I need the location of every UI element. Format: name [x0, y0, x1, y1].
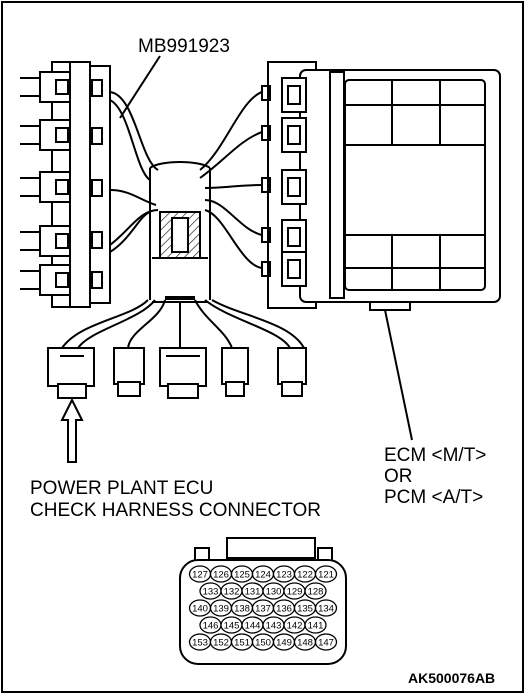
- pin-label-126: 126: [213, 570, 229, 581]
- check-connector-title: POWER PLANT ECU: [30, 478, 214, 499]
- left-plug-3: [20, 171, 71, 203]
- pin-label-121: 121: [318, 570, 334, 581]
- check-plug-3: [159, 347, 207, 399]
- pin-label-142: 142: [287, 621, 303, 632]
- check-connectors: [47, 347, 307, 399]
- ecm-block: [261, 61, 501, 311]
- pin-label-130: 130: [266, 587, 282, 598]
- left-plug-1: [20, 71, 71, 103]
- pin-label-134: 134: [318, 604, 334, 615]
- pin-121: [314, 565, 338, 583]
- pin-label-138: 138: [234, 604, 250, 615]
- pin-label-129: 129: [287, 587, 303, 598]
- pin-label-149: 149: [276, 638, 292, 649]
- pin-label-151: 151: [234, 638, 250, 649]
- pin-label-124: 124: [255, 570, 271, 581]
- pin-label-122: 122: [297, 570, 313, 581]
- pin-134: [314, 599, 338, 617]
- up-arrow-icon: [60, 397, 84, 463]
- tool-leader-line: [119, 55, 161, 119]
- harness-wires: [61, 91, 305, 349]
- pin-147: [314, 633, 338, 651]
- left-plug-4: [20, 225, 71, 257]
- pin-label-136: 136: [276, 604, 292, 615]
- pin-label-144: 144: [245, 621, 261, 632]
- pin-grid: 127 126 125 124 123 122 121 133 132 131 130 129 128 1…: [188, 565, 338, 651]
- pin-label-135: 135: [297, 604, 313, 615]
- pin-label-133: 133: [203, 587, 219, 598]
- pin-label-153: 153: [192, 638, 208, 649]
- pin-label-148: 148: [297, 638, 313, 649]
- check-plug-4: [221, 347, 249, 397]
- ecm-label: ECM <M/T>: [384, 445, 487, 466]
- pin-label-145: 145: [224, 621, 240, 632]
- pin-label-143: 143: [266, 621, 282, 632]
- check-plug-1: [47, 347, 95, 399]
- pin-label-131: 131: [245, 587, 261, 598]
- ecm-socket-2: [281, 117, 307, 153]
- pin-label-125: 125: [234, 570, 250, 581]
- left-plug-2: [20, 119, 71, 151]
- pin-label-147: 147: [318, 638, 334, 649]
- tool-label: MB991923: [138, 36, 230, 57]
- pin-label-152: 152: [213, 638, 229, 649]
- figure-code: AK500076AB: [408, 670, 496, 686]
- check-plug-2: [113, 347, 145, 397]
- check-connector-subtitle: CHECK HARNESS CONNECTOR: [30, 500, 322, 521]
- pin-label-123: 123: [276, 570, 292, 581]
- pcm-label: PCM <A/T>: [384, 487, 484, 508]
- ecm-socket-4: [281, 219, 307, 255]
- ecm-socket-3: [281, 169, 307, 205]
- pin-label-150: 150: [255, 638, 271, 649]
- left-plug-5: [20, 264, 71, 296]
- pin-label-128: 128: [308, 587, 324, 598]
- pin-141: [304, 616, 327, 634]
- check-plug-5: [277, 347, 307, 397]
- left-connector-stack: [20, 61, 111, 308]
- pin-128: [304, 582, 327, 600]
- ecm-leader-line: [384, 309, 413, 441]
- ecm-socket-5: [281, 251, 307, 287]
- ecm-or-label: OR: [384, 466, 413, 487]
- pin-label-132: 132: [224, 587, 240, 598]
- pin-label-137: 137: [255, 604, 271, 615]
- pin-label-141: 141: [308, 621, 324, 632]
- ecm-socket-1: [281, 77, 307, 113]
- pin-label-140: 140: [192, 604, 208, 615]
- pin-label-127: 127: [192, 570, 208, 581]
- pin-label-139: 139: [213, 604, 229, 615]
- pin-label-146: 146: [203, 621, 219, 632]
